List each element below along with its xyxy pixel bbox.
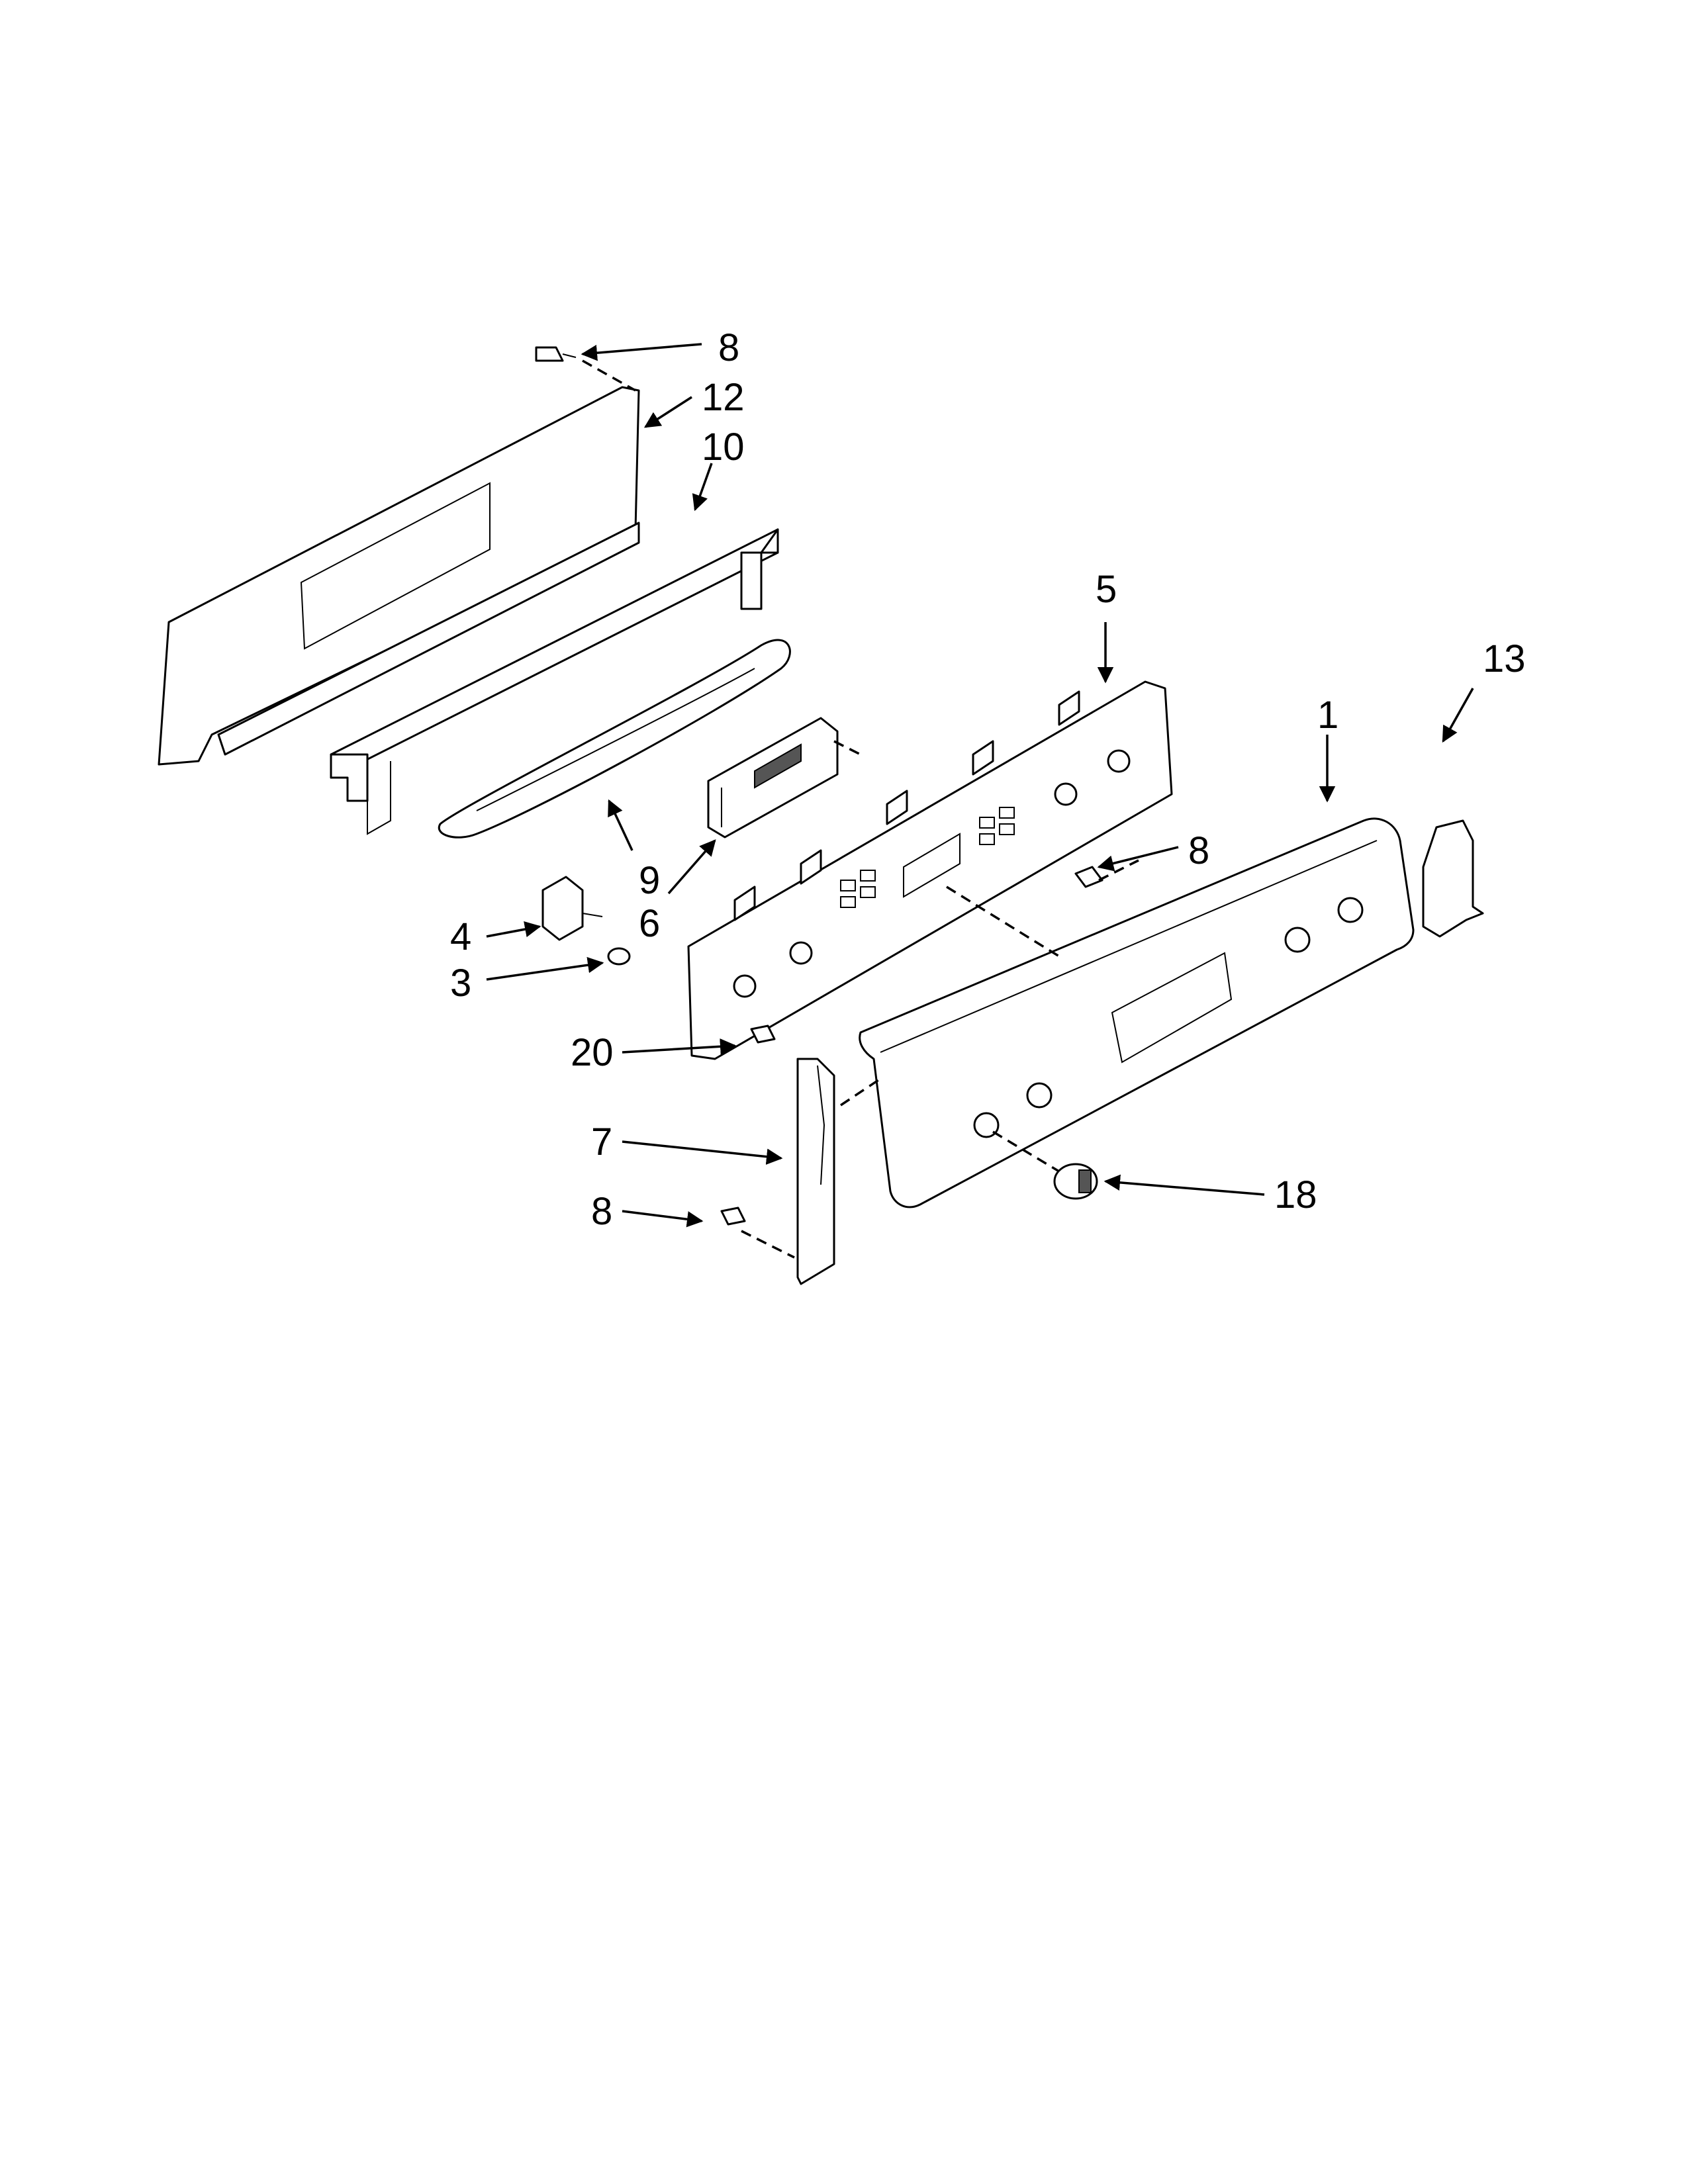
callout-8-bottom: 8 — [591, 1190, 612, 1233]
part-6-control-board — [707, 717, 839, 839]
callouts: 8 12 10 5 13 1 8 9 6 4 3 20 7 8 18 — [450, 326, 1526, 1233]
part-8-screw-bottom — [720, 1206, 746, 1226]
callout-3: 3 — [450, 962, 471, 1005]
callout-8-panel: 8 — [1188, 829, 1209, 872]
part-9-handle-trim — [438, 639, 791, 839]
callout-12: 12 — [702, 376, 745, 419]
callout-18: 18 — [1274, 1173, 1317, 1216]
callout-6: 6 — [639, 902, 660, 945]
part-8-screw-panel — [1074, 866, 1103, 888]
callout-7: 7 — [591, 1120, 612, 1163]
part-4-switch — [541, 876, 603, 941]
part-12-rear-shield — [158, 386, 640, 766]
part-5-control-panel-backing — [687, 680, 1173, 1060]
part-10-trim-channel — [330, 528, 779, 835]
part-18-knob — [1053, 1163, 1098, 1200]
part-3-screw — [607, 947, 631, 966]
callout-4: 4 — [450, 915, 471, 958]
callout-5: 5 — [1096, 568, 1117, 611]
part-13-right-bracket — [1422, 819, 1484, 938]
callout-9: 9 — [639, 859, 660, 902]
callout-1: 1 — [1317, 694, 1338, 737]
callout-20: 20 — [571, 1031, 614, 1074]
part-7-left-bracket — [796, 1058, 835, 1285]
leader-arrows — [486, 343, 1474, 1228]
part-1-control-panel — [859, 817, 1415, 1208]
alignment-lines — [582, 359, 1139, 1259]
callout-8-top: 8 — [718, 326, 739, 369]
callout-10: 10 — [702, 426, 745, 469]
callout-13: 13 — [1483, 637, 1526, 680]
part-20-screw — [750, 1024, 776, 1044]
part-8-screw-top — [535, 346, 577, 362]
